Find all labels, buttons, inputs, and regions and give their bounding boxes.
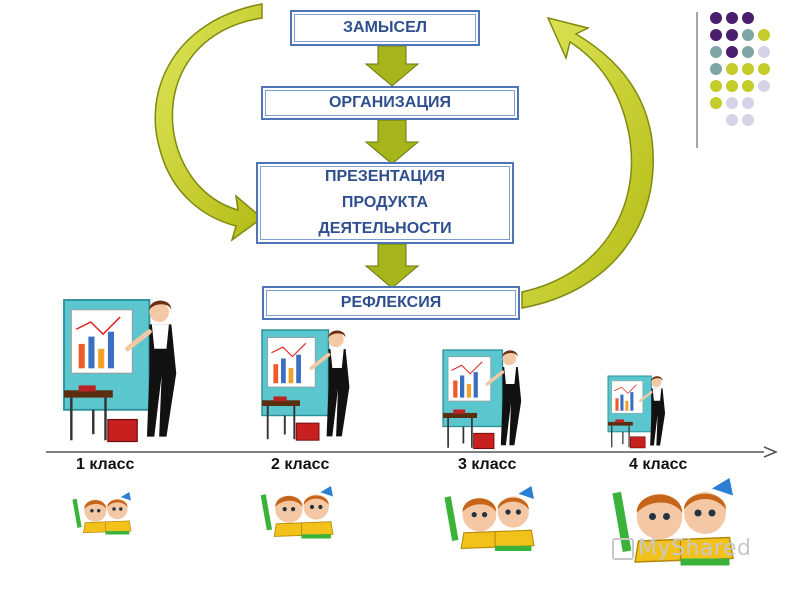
decorative-dot <box>726 80 738 92</box>
decorative-dot <box>758 80 770 92</box>
teacher-at-chart-icon <box>606 374 667 450</box>
decorative-dot <box>726 63 738 75</box>
step-label: ЗАМЫСЕЛ <box>342 19 428 36</box>
grade-label-2: 2 класс <box>271 456 330 473</box>
decorative-dot <box>742 46 754 58</box>
teacher-at-chart-icon <box>64 300 176 442</box>
decorative-dot <box>726 46 738 58</box>
step-label: ОРГАНИЗАЦИЯ <box>328 94 452 111</box>
decorative-dot <box>710 46 722 58</box>
teacher-at-chart-icon <box>441 348 523 451</box>
decorative-dot <box>742 29 754 41</box>
decorative-dot <box>710 12 722 24</box>
decorative-dot <box>726 12 738 24</box>
step-label: РЕФЛЕКСИЯ <box>340 294 442 311</box>
right-cycle-arrow <box>521 16 654 309</box>
decorative-dot <box>742 114 754 126</box>
down-arrow-icon <box>364 45 420 87</box>
decorative-dot <box>710 63 722 75</box>
decorative-dot <box>758 46 770 58</box>
left-cycle-arrow <box>154 3 264 242</box>
step-box-prezentatsiya: ПРЕЗЕНТАЦИЯ ПРОДУКТА ДЕЯТЕЛЬНОСТИ <box>256 162 514 244</box>
decorative-dot <box>710 80 722 92</box>
children-reading-icon <box>72 491 132 535</box>
timeline-arrowhead-icon <box>763 446 778 458</box>
step-box-refleksiya: РЕФЛЕКСИЯ <box>262 286 520 320</box>
decorative-dot <box>742 63 754 75</box>
watermark-logo-icon <box>612 538 634 560</box>
step-label: ПРЕЗЕНТАЦИЯ ПРОДУКТА ДЕЯТЕЛЬНОСТИ <box>318 168 452 237</box>
step-box-organizatsiya: ОРГАНИЗАЦИЯ <box>261 86 519 120</box>
decorative-dot <box>758 29 770 41</box>
watermark: MyShared <box>612 536 751 561</box>
decorative-dot <box>726 97 738 109</box>
decorative-dot <box>710 97 722 109</box>
down-arrow-icon <box>364 119 420 165</box>
teacher-at-chart-icon <box>260 328 352 443</box>
step-box-zamysel: ЗАМЫСЕЛ <box>290 10 480 46</box>
decorative-dot <box>742 97 754 109</box>
watermark-text: MyShared <box>638 536 752 561</box>
decorative-dot <box>758 63 770 75</box>
decorative-dot <box>742 80 754 92</box>
grade-label-3: 3 класс <box>458 456 517 473</box>
decorative-dot <box>710 29 722 41</box>
grade-label-4: 4 класс <box>629 456 688 473</box>
decorative-dot <box>726 114 738 126</box>
grade-label-1: 1 класс <box>76 456 135 473</box>
down-arrow-icon <box>364 243 420 289</box>
decorative-dot <box>742 12 754 24</box>
children-reading-icon <box>443 485 535 552</box>
children-reading-icon <box>260 485 334 540</box>
decorative-dot <box>726 29 738 41</box>
